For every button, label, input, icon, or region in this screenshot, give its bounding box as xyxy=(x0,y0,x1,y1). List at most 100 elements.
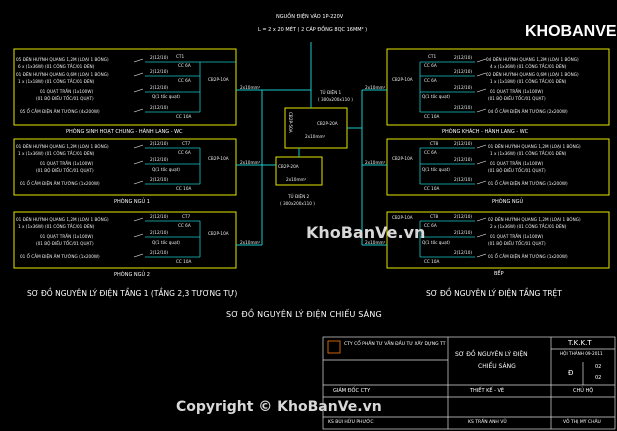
role-owner: CHỦ HỘ xyxy=(573,388,594,394)
line-item: 01 QUẠT TRẦN (1x100W) xyxy=(490,161,544,166)
feed-label: 2x10mm² xyxy=(365,160,386,165)
role-designer: THIẾT KẾ - VẼ xyxy=(470,388,505,394)
feeder-wires xyxy=(236,42,387,246)
panel-title: PHÒNG NGỦ 1 xyxy=(114,199,150,205)
circuit-label: 2(12/10) xyxy=(454,230,472,235)
watermark-bottom: Copyright © KhoBanVe.vn xyxy=(176,399,382,415)
caption-right: SƠ ĐỒ NGUYÊN LÝ ĐIỆN TẦNG TRỆT xyxy=(426,289,562,298)
line-item: (01 BỘ ĐIỀU TỐC/01 QUẠT) xyxy=(36,168,94,173)
line-item: 01 QUẠT TRẦN (1x100W) xyxy=(40,234,94,239)
role-director: GIÁM ĐỐC CTY xyxy=(333,388,371,394)
panel-title: PHÒNG KHÁCH - HÀNH LANG - WC xyxy=(442,129,529,135)
breaker-label: Q(1 tốc quạt) xyxy=(152,167,180,172)
breaker-label: Q(1 tốc quạt) xyxy=(152,240,180,245)
line-item: 4 x (1x36W) (01 CÔNG TẮC/01 ĐÈN) xyxy=(490,64,567,69)
breaker-label: CC 10A xyxy=(424,259,440,264)
line-item: 02 ĐÈN HUỲNH QUANG 0,6M (LOẠI 1 BÓNG) xyxy=(486,72,579,77)
breaker-label: CC 6A xyxy=(424,63,437,68)
title-block-lines xyxy=(322,336,616,430)
line-item: 01 ĐÈN HUỲNH QUANG 1,2M (LOẠI 1 BÓNG) xyxy=(488,144,581,149)
box-breaker: CB2P-20A xyxy=(317,121,338,126)
incoming-breaker: CB2P-10A xyxy=(392,215,413,220)
breaker-label: Q(1 tốc quạt) xyxy=(422,167,450,172)
breaker-label: CC 6A xyxy=(178,78,191,83)
circuit-label: 2(12/10) xyxy=(454,69,472,74)
box-name: TỦ ĐIỆN 1 xyxy=(320,90,342,95)
line-item: 1 x (1x18W) (01 CÔNG TẮC/01 ĐÈN) xyxy=(490,79,567,84)
watermark-center: KhoBanVe.vn xyxy=(306,223,426,242)
circuit-label: 2(12/10) xyxy=(150,141,168,146)
breaker-label: CC 10A xyxy=(176,114,192,119)
line-item: 01 QUẠT TRẦN (1x100W) xyxy=(40,89,94,94)
box-name: TỦ ĐIỆN 2 xyxy=(288,194,310,199)
feed-label: 2x10mm² xyxy=(240,240,261,245)
branches-right-1 xyxy=(419,61,475,113)
box-breaker: CB2P-20A xyxy=(278,164,299,169)
line-item: 01 Ổ CẮM ĐIỆN ÂM TƯỜNG (1x200W) xyxy=(488,181,568,186)
breaker-label: CC 10A xyxy=(176,186,192,191)
circuit-label: 2(12/10) xyxy=(150,250,168,255)
breaker-label: Q(1 tốc quạt) xyxy=(422,240,450,245)
box-size: ( 300x200x110 ) xyxy=(280,201,315,206)
line-item: 05 ĐÈN HUỲNH QUANG 1,2M (LOẠI 1 BÓNG) xyxy=(16,57,109,62)
line-item: (01 BỘ ĐIỀU TỐC/01 QUẠT) xyxy=(488,168,546,173)
line-item: 1 x (1x36W) (01 CÔNG TẮC/01 ĐÈN) xyxy=(490,151,567,156)
issue-date: HỘI THÁNH 09-2011 xyxy=(560,351,603,356)
panel-title: PHÒNG SINH HOẠT CHUNG - HÀNH LANG - WC xyxy=(66,129,183,135)
circuit-label: 2(12/10) xyxy=(150,69,168,74)
ct-label: CT7 xyxy=(182,214,191,219)
breaker-label: CC 6A xyxy=(424,150,437,155)
owner-name: VÕ THỊ MỸ CHÂU xyxy=(563,420,601,425)
circuit-label: 2(12/10) xyxy=(454,157,472,162)
feed-label: 2x10mm² xyxy=(240,85,261,90)
circuit-label: 2(12/10) xyxy=(150,177,168,182)
stage-code: T.K.K.T xyxy=(568,339,592,347)
supply-label: NGUỒN ĐIỆN VÀO 1P-220V xyxy=(276,14,344,20)
circuit-label: 2(12/10) xyxy=(454,141,472,146)
line-item: 01 ĐÈN HUỲNH QUANG 1,2M (LOẠI 1 BÓNG) xyxy=(16,217,109,222)
line-item: 04 ĐÈN HUỲNH QUANG 1,2M (LOẠI 1 BÓNG) xyxy=(486,57,579,62)
incoming-breaker: CB2P-10A xyxy=(208,156,229,161)
breaker-label: CC 10A xyxy=(424,186,440,191)
company-logo-mark xyxy=(327,340,341,354)
caption-main: SƠ ĐỒ NGUYÊN LÝ ĐIỆN CHIẾU SÁNG xyxy=(226,310,382,319)
circuit-label: 2(12/10) xyxy=(454,214,472,219)
panel-title: BẾP xyxy=(494,271,504,277)
branches-right-3 xyxy=(419,220,475,258)
panel-frame-left-2 xyxy=(13,138,237,196)
ct-label: CT1 xyxy=(428,54,437,59)
panel-frame-left-1 xyxy=(13,48,237,126)
box-size: ( 300x200x110 ) xyxy=(318,97,353,102)
breaker-label: CC 6A xyxy=(178,63,191,68)
breaker-label: CC 6A xyxy=(424,223,437,228)
circuit-label: 2(12/10) xyxy=(150,214,168,219)
feed-label: 2x10mm² xyxy=(365,85,386,90)
circuit-label: 2(12/10) xyxy=(150,230,168,235)
breaker-label: CC 6A xyxy=(178,150,191,155)
line-item: 01 ĐÈN HUỲNH QUANG 1,2M (LOẠI 1 BÓNG) xyxy=(16,144,109,149)
box-feed: 2x10mm² xyxy=(305,134,326,139)
site-logo: KHOBANVE xyxy=(525,23,617,40)
line-item: 01 Ổ CẮM ĐIỆN ÂM TƯỜNG (1x200W) xyxy=(488,254,568,259)
incoming-breaker: CB2P-10A xyxy=(208,231,229,236)
feed-label: 2x10mm² xyxy=(365,240,386,245)
line-item: 01 Ổ CẮM ĐIỆN ÂM TƯỜNG (1x200W) xyxy=(20,181,100,186)
branches-right-2 xyxy=(419,147,475,185)
breaker-label: CC 10A xyxy=(176,259,192,264)
circuit-label: 2(12/10) xyxy=(454,55,472,60)
breaker-label: CC 6A xyxy=(178,223,191,228)
breaker-label: Q(1 tốc quạt) xyxy=(422,94,450,99)
ct-label: CT7 xyxy=(182,141,191,146)
panel-frame-right-1 xyxy=(386,48,610,126)
ct-label: CT1 xyxy=(176,54,185,59)
company-name: CTY CỔ PHẦN TƯ VẤN ĐẦU TƯ XÂY DỰNG TT xyxy=(344,342,446,347)
panel-frame-right-3 xyxy=(386,211,610,269)
box-feed: 2x10mm² xyxy=(286,177,307,182)
ct-label: CT8 xyxy=(430,214,439,219)
circuit-label: 2(12/10) xyxy=(454,177,472,182)
line-item: 6 x (1x36W) (01 CÔNG TẮC/01 ĐÈN) xyxy=(18,64,95,69)
line-item: 1 x (1x36W) (01 CÔNG TẮC/01 ĐÈN) xyxy=(18,151,95,156)
ct-label: CT8 xyxy=(430,141,439,146)
